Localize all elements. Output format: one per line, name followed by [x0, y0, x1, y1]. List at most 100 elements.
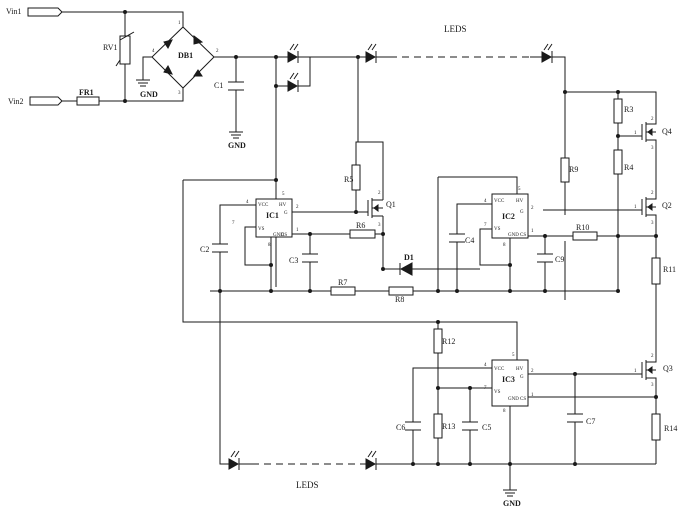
svg-text:VCC: VCC — [258, 203, 269, 208]
gnd-label-3: GND — [503, 499, 521, 508]
svg-text:3: 3 — [651, 221, 654, 226]
r11-resistor — [651, 257, 661, 285]
ic3-chip — [491, 359, 529, 407]
ic1-label: IC1 — [266, 211, 279, 220]
q3-label: Q3 — [663, 364, 673, 373]
svg-text:4: 4 — [484, 199, 487, 204]
svg-text:G: G — [284, 211, 288, 216]
r10-resistor — [572, 231, 598, 241]
r12-resistor — [433, 328, 443, 354]
r7-resistor — [330, 286, 356, 296]
svg-text:VS: VS — [494, 390, 501, 395]
q4-q2-section: R3 R4 Q4 1 2 3 Q2 1 2 3 R11 — [543, 90, 676, 343]
r14-resistor — [651, 413, 661, 441]
svg-text:5: 5 — [518, 187, 521, 192]
r3-label: R3 — [624, 105, 633, 114]
c1-capacitor — [228, 81, 244, 91]
d1-section: D1 R7 R8 — [210, 253, 620, 304]
led-icon — [365, 458, 377, 470]
ic1-chip — [255, 198, 293, 238]
svg-text:2: 2 — [651, 117, 654, 122]
db1-bridge-rectifier: DB1 1 2 3 4 — [151, 21, 219, 96]
c7-capacitor — [567, 413, 583, 423]
c9-label: C9 — [555, 255, 564, 264]
r8-label: R8 — [395, 295, 404, 304]
svg-text:2: 2 — [531, 206, 534, 211]
svg-text:8: 8 — [503, 409, 506, 414]
q1-label: Q1 — [386, 200, 396, 209]
c5-capacitor — [462, 421, 478, 431]
led-icon — [228, 458, 240, 470]
c4-label: C4 — [465, 236, 474, 245]
svg-text:1: 1 — [634, 369, 637, 374]
fr1-fuse — [76, 96, 100, 106]
led-icon — [287, 51, 299, 63]
gnd-label-1: GND — [140, 90, 158, 99]
bottom-led-string: LEDS — [219, 291, 656, 490]
c7-label: C7 — [586, 417, 595, 426]
c9-capacitor — [537, 253, 553, 263]
input-wires — [62, 11, 184, 102]
c4-capacitor — [449, 233, 465, 243]
svg-text:5: 5 — [512, 353, 515, 358]
r14-label: R14 — [664, 424, 677, 433]
r9-resistor — [560, 157, 570, 183]
svg-text:HV: HV — [279, 203, 287, 208]
svg-text:CS: CS — [520, 233, 526, 238]
q3-mosfet: Q3 1 2 3 — [634, 343, 673, 397]
r12-label: R12 — [442, 337, 455, 346]
svg-text:CS: CS — [520, 397, 526, 402]
vin2-label: Vin2 — [8, 97, 24, 106]
leds-top-label: LEDS — [444, 24, 467, 34]
svg-text:G: G — [520, 375, 524, 380]
svg-text:4: 4 — [152, 49, 155, 54]
svg-text:3: 3 — [651, 383, 654, 388]
q2-mosfet: Q2 1 2 3 — [543, 188, 672, 226]
d1-diode — [399, 262, 413, 276]
svg-text:2: 2 — [296, 205, 299, 210]
ic3-section: VCC HV G IC3 VS CS GND 5 4 2 1 7 8 R12 R… — [396, 320, 677, 508]
gnd-symbol-3 — [503, 489, 517, 497]
svg-text:2: 2 — [531, 369, 534, 374]
rv1-varistor — [119, 35, 131, 65]
d1-label: D1 — [404, 253, 414, 262]
svg-text:3: 3 — [178, 91, 181, 96]
q1-mosfet: Q1 2 3 — [356, 191, 396, 228]
svg-text:VCC: VCC — [494, 199, 505, 204]
svg-text:3: 3 — [651, 146, 654, 151]
ic2-section: VCC HV G IC2 VS CS GND 5 4 2 1 7 8 C4 R1… — [437, 176, 656, 291]
vin1-label: Vin1 — [6, 7, 22, 16]
r11-label: R11 — [663, 265, 676, 274]
led-icon — [541, 51, 553, 63]
rv1-label: RV1 — [103, 43, 117, 52]
svg-text:1: 1 — [178, 21, 181, 26]
svg-text:5: 5 — [282, 192, 285, 197]
db1-label: DB1 — [178, 51, 193, 60]
svg-text:8: 8 — [268, 243, 271, 248]
q4-mosfet: Q4 1 2 3 — [618, 113, 672, 151]
svg-text:7: 7 — [484, 223, 487, 228]
fr1-label: FR1 — [79, 88, 94, 97]
svg-text:4: 4 — [246, 200, 249, 205]
svg-text:2: 2 — [216, 49, 219, 54]
gnd-label-2: GND — [228, 141, 246, 150]
r6-label: R6 — [356, 221, 365, 230]
svg-text:1: 1 — [531, 393, 534, 398]
svg-text:GND: GND — [273, 233, 284, 238]
vin1-terminal — [27, 7, 63, 17]
svg-text:GND: GND — [508, 233, 519, 238]
c3-capacitor — [302, 253, 318, 263]
input-section: Vin1 Vin2 RV1 FR1 DB1 1 2 3 4 GND — [6, 7, 277, 287]
svg-text:1: 1 — [296, 228, 299, 233]
r7-label: R7 — [338, 278, 347, 287]
svg-text:8: 8 — [503, 243, 506, 248]
c2-capacitor — [212, 243, 228, 253]
r6-resistor — [349, 229, 376, 239]
c6-capacitor — [405, 421, 421, 431]
svg-text:VCC: VCC — [494, 367, 505, 372]
r3-resistor — [613, 98, 623, 124]
top-led-string: LEDS R9 — [274, 24, 578, 300]
gnd-symbol-1 — [136, 79, 150, 87]
c2-label: C2 — [200, 245, 209, 254]
